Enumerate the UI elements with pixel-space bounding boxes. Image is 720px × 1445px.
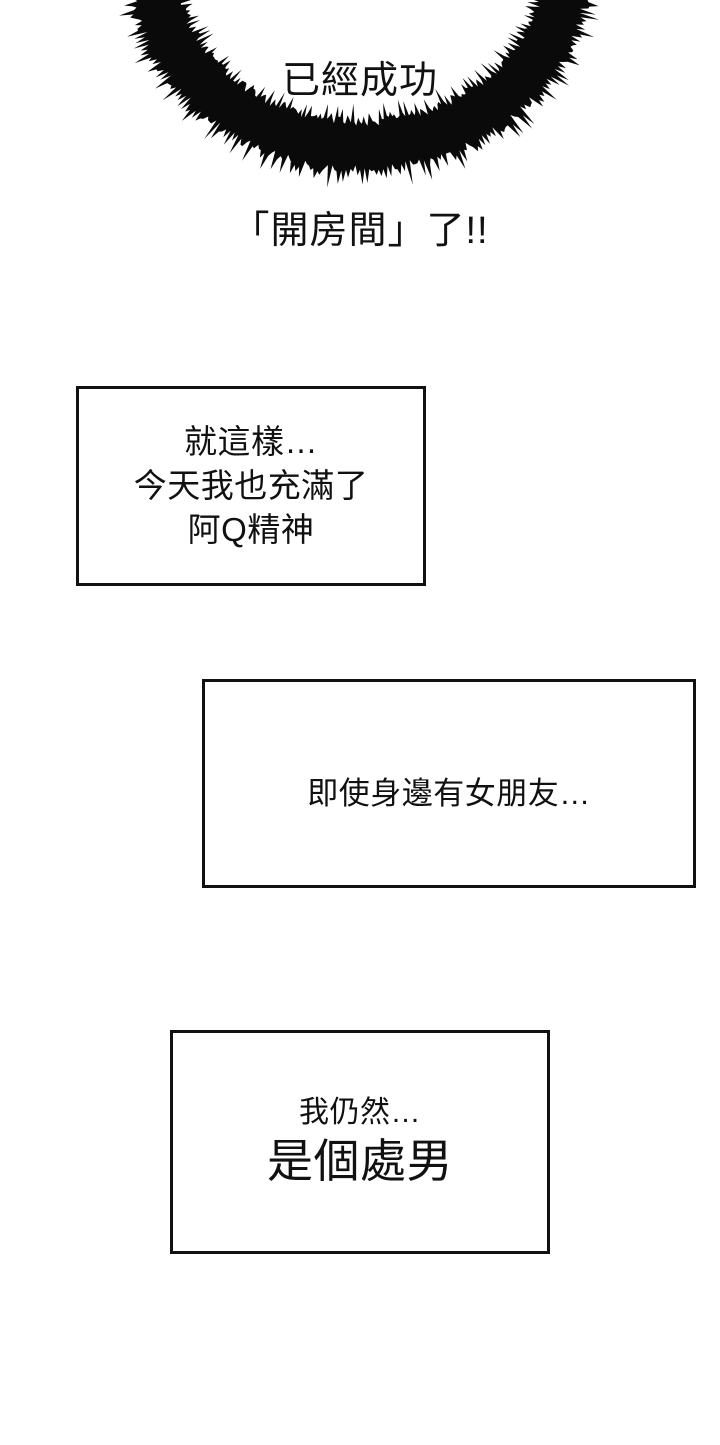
shout-line-2: 「開房間」了!! bbox=[231, 210, 489, 252]
panel-3-line-2: 是個處男 bbox=[267, 1135, 453, 1187]
caption-panel-1: 就這樣… 今天我也充滿了 阿Q精神 bbox=[76, 386, 426, 586]
shout-line-1: 已經成功 bbox=[281, 60, 438, 102]
panel-1-line-3: 阿Q精神 bbox=[187, 511, 315, 548]
caption-panel-3: 我仍然… 是個處男 bbox=[170, 1030, 550, 1254]
panel-3-line-1: 我仍然… bbox=[299, 1096, 421, 1129]
panel-1-line-2: 今天我也充滿了 bbox=[133, 467, 369, 504]
shout-balloon bbox=[112, 0, 608, 188]
shout-balloon-spikes bbox=[119, 0, 600, 188]
panel-2-line-1: 即使身邊有女朋友… bbox=[307, 776, 591, 811]
panel-1-line-1: 就這樣… bbox=[184, 423, 318, 460]
shout-balloon-text: 已經成功 「開房間」了!! bbox=[120, 0, 600, 356]
caption-panel-2: 即使身邊有女朋友… bbox=[202, 679, 696, 888]
